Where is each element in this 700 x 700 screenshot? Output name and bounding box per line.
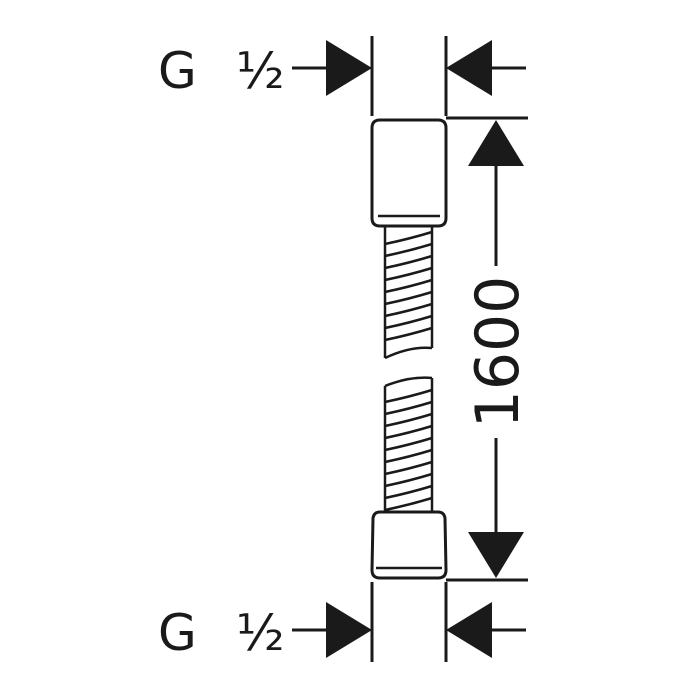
bottom-thread-letter: G	[158, 604, 197, 662]
upper-coil-break	[384, 346, 433, 360]
bottom-nut-body	[370, 510, 448, 580]
coil-winding	[384, 460, 433, 476]
coil-winding	[384, 290, 433, 306]
bottom-arrowhead-right	[446, 602, 492, 658]
top-arrowhead-right	[446, 40, 492, 96]
top-thread-size: ½	[236, 42, 284, 100]
coil-winding	[384, 496, 433, 512]
coil-winding	[384, 412, 433, 428]
top-thread-letter: G	[158, 42, 197, 100]
coil-winding	[384, 266, 433, 282]
top-arrowhead-left	[326, 40, 372, 96]
coil-winding	[384, 302, 433, 318]
coil-winding	[384, 424, 433, 440]
coil-winding	[384, 484, 433, 500]
coil-winding	[384, 314, 433, 330]
bottom-nut	[370, 510, 448, 580]
bottom-thread-size: ½	[236, 604, 284, 662]
hose	[370, 118, 448, 580]
top-nut-body	[370, 118, 448, 228]
coil-winding	[384, 388, 433, 404]
coil-winding	[384, 326, 433, 342]
upper-coil-segment	[383, 224, 434, 360]
coil-winding	[384, 448, 433, 464]
top-nut	[370, 118, 448, 228]
coil-winding	[384, 230, 433, 246]
length-arrowhead-top	[468, 120, 524, 166]
length-dimension: 1600	[446, 116, 533, 582]
length-arrowhead-bottom	[468, 532, 524, 578]
upper-coil-windings	[384, 230, 433, 342]
bottom-arrowhead-left	[326, 602, 372, 658]
coil-winding	[384, 400, 433, 416]
coil-winding	[384, 472, 433, 488]
length-value: 1600	[463, 276, 533, 429]
lower-coil-segment	[383, 376, 434, 520]
lower-coil-windings	[384, 388, 433, 512]
top-thread-dimension: G ½	[158, 36, 526, 116]
bottom-thread-dimension: G ½	[158, 582, 526, 662]
coil-winding	[384, 242, 433, 258]
coil-winding	[384, 436, 433, 452]
coil-winding	[384, 278, 433, 294]
coil-winding	[384, 254, 433, 270]
lower-coil-break	[384, 376, 433, 388]
